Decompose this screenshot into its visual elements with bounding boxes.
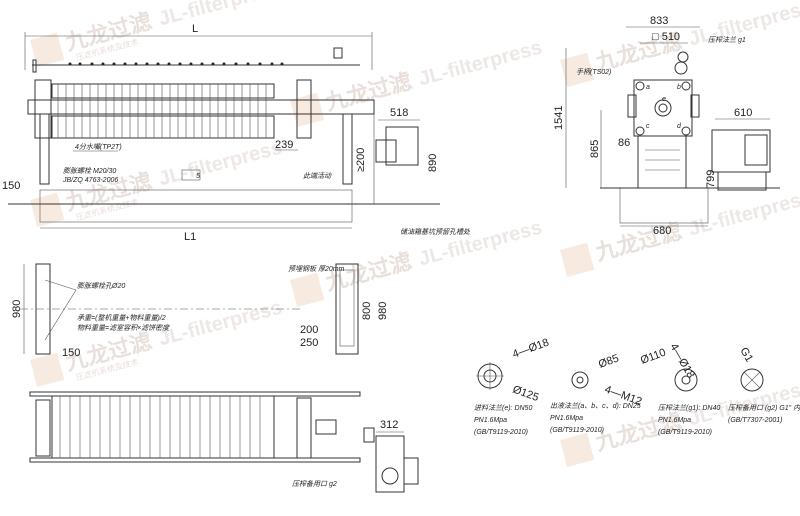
note-bolt-hole: 膨胀螺栓孔Ø20 [77, 282, 125, 290]
note-slide: 此端活动 [303, 172, 332, 180]
dim-L1: L1 [184, 231, 196, 243]
nozzle-dots [68, 62, 284, 66]
logo-icon [560, 52, 595, 88]
svg-text:JL-filterpress: JL-filterpress [416, 36, 544, 90]
note-load: 承重=(整机重量+物料重量)/2 [77, 314, 166, 322]
dim-865: 865 [589, 140, 601, 158]
svg-text:G1: G1 [737, 346, 755, 365]
svg-text:JL-filterpress: JL-filterpress [156, 0, 284, 31]
svg-text:Ø125: Ø125 [511, 384, 540, 404]
svg-text:4—Ø18: 4—Ø18 [667, 342, 696, 381]
svg-text:a: a [646, 84, 650, 91]
front-view: L [2, 23, 471, 243]
dim-980-left: 980 [11, 300, 23, 318]
logo-icon [560, 242, 595, 278]
svg-text:JL-filterpress: JL-filterpress [156, 296, 284, 350]
dim-250-right: 250 [300, 337, 318, 349]
top-view: 312 压榨备用口 g2 [29, 391, 419, 493]
note-nozzle: 4分水嘴(TP2T) [75, 143, 122, 151]
foundation-right: 预埋钢板 厚20mm 200 250 800 980 [288, 263, 389, 355]
svg-text:(GB/T9119-2010): (GB/T9119-2010) [474, 429, 528, 436]
logo-icon [290, 272, 325, 308]
svg-text:JL-filterpress: JL-filterpress [156, 136, 284, 190]
dim-610: 610 [734, 107, 752, 119]
note-bolt1: 膨胀螺栓 M20/30 [63, 167, 116, 175]
note-handle: 手柄(TS02) [576, 68, 611, 76]
dim-518: 518 [390, 107, 408, 119]
svg-text:4—Ø18: 4—Ø18 [511, 337, 551, 361]
svg-text:进料法兰(e): DN50: 进料法兰(e): DN50 [474, 404, 532, 412]
svg-text:(GB/T7307-2001): (GB/T7307-2001) [728, 417, 782, 424]
flange-feed: 4—Ø18 Ø125 进料法兰(e): DN50 PN1.6Mpa (GB/T9… [474, 337, 551, 436]
svg-text:b: b [677, 84, 681, 91]
dim-1541: 1541 [553, 106, 565, 130]
svg-text:Ø110: Ø110 [639, 347, 668, 367]
dim-312: 312 [380, 419, 398, 431]
dim-833: 833 [650, 15, 668, 27]
dim-980-right: 980 [377, 302, 389, 320]
dim-890: 890 [427, 154, 439, 172]
note-material: 物料重量=滤室容积×滤饼密度 [77, 324, 170, 332]
svg-text:Ø85: Ø85 [597, 352, 621, 370]
svg-text:压榨备用口 (g2) G1" 内丝: 压榨备用口 (g2) G1" 内丝 [728, 404, 800, 412]
svg-text:PN1.6Mpa: PN1.6Mpa [474, 417, 507, 424]
flatness-value: 5 [196, 173, 200, 180]
svg-text:c: c [646, 123, 650, 130]
side-view: 833 □ 510 压榨法兰 g1 手柄(TS02) a b c d e 154… [553, 15, 780, 237]
svg-text:e: e [662, 96, 666, 103]
dim-800-right: 800 [361, 302, 373, 320]
logo-icon [290, 92, 325, 128]
dim-239: 239 [275, 139, 293, 151]
logo-icon [30, 192, 65, 228]
svg-text:出液法兰(a、b、c、d): DN25: 出液法兰(a、b、c、d): DN25 [550, 402, 641, 410]
svg-text:JL-filterpress: JL-filterpress [416, 216, 544, 270]
dim-L: L [192, 23, 198, 35]
dim-799: 799 [705, 170, 717, 188]
dim-200: ≥200 [355, 148, 367, 172]
dim-150: 150 [2, 180, 20, 192]
note-pit: 储油箱基坑预留孔槽处 [400, 228, 471, 236]
dim-150-left: 150 [62, 347, 80, 359]
note-bolt2: JB/ZQ 4763-2006 [62, 177, 118, 184]
dim-680: 680 [653, 225, 671, 237]
svg-text:压榨法兰(g1): DN40: 压榨法兰(g1): DN40 [658, 404, 720, 412]
logo-icon [560, 432, 595, 468]
note-spare: 压榨备用口 g2 [292, 480, 337, 488]
svg-text:d: d [677, 123, 682, 130]
note-press-flange: 压榨法兰 g1 [708, 36, 746, 44]
note-plate: 预埋钢板 厚20mm [288, 265, 345, 273]
logo-icon [30, 32, 65, 68]
svg-text:(GB/T9119-2010): (GB/T9119-2010) [550, 427, 604, 434]
svg-text:(GB/T9119-2010): (GB/T9119-2010) [658, 429, 712, 436]
foundation-left: 980 150 膨胀螺栓孔Ø20 承重=(整机重量+物料重量)/2 物料重量=滤… [11, 263, 300, 359]
dim-200-right: 200 [300, 324, 318, 336]
dim-86: 86 [618, 137, 630, 149]
logo-icon [30, 352, 65, 388]
svg-text:JL-filterpress: JL-filterpress [686, 186, 800, 240]
svg-text:PN1.6Mpa: PN1.6Mpa [550, 415, 583, 422]
svg-text:PN1.6Mpa: PN1.6Mpa [658, 417, 691, 424]
dim-510: □ 510 [652, 31, 680, 43]
